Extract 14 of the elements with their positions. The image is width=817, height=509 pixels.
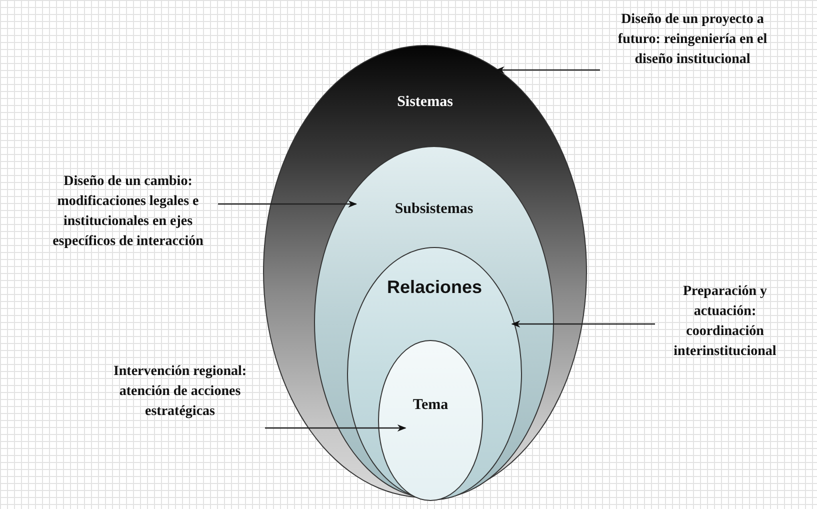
annotation-text: Preparación y actuación: coordinación interinstitucional — [655, 282, 795, 362]
annotation-text: Diseño de un cambio: modificaciones legales e institucionales en ejes específicos de interacción — [38, 172, 218, 252]
ellipse-label: Tema — [412, 397, 450, 414]
arrow — [511, 320, 655, 328]
annotation-text: Diseño de un proyecto a futuro: reingeniería en el diseño institucional — [600, 10, 785, 70]
arrow — [265, 424, 406, 432]
annotation-text: Intervención regional: atención de acciones estratégicas — [95, 362, 265, 422]
ellipse-label: Relaciones — [386, 277, 484, 298]
ellipse-label: Sistemas — [396, 94, 454, 111]
ellipse-label: Subsistemas — [394, 201, 474, 218]
arrow — [495, 66, 600, 74]
ellipse — [263, 45, 587, 498]
ellipse — [378, 340, 483, 501]
arrow — [218, 200, 358, 208]
